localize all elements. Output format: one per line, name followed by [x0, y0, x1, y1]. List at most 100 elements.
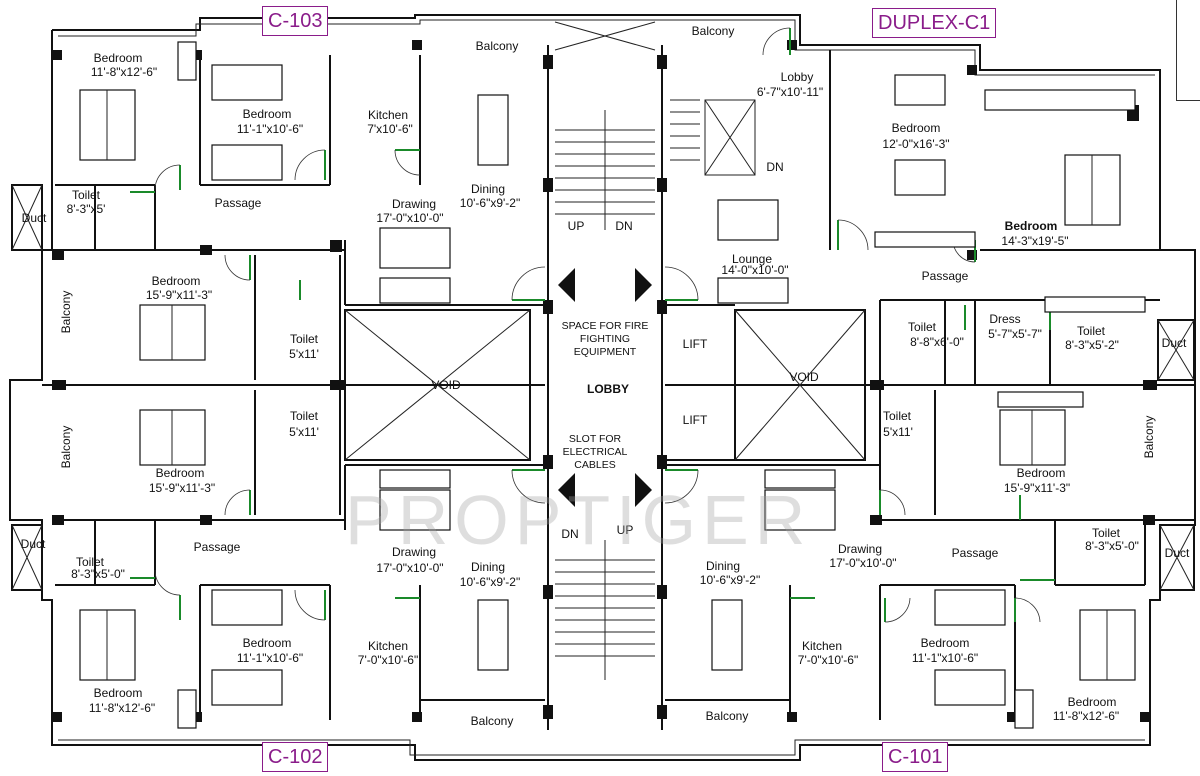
unit-tag-c101: C-101: [882, 742, 949, 772]
room-size: 15'-9"x11'-3": [146, 288, 212, 302]
room-name: Toilet: [290, 332, 319, 346]
room-name: Bedroom: [1017, 466, 1066, 480]
room-name: Bedroom: [921, 636, 970, 650]
room-size: 7'-0"x10'-6": [798, 653, 858, 667]
staircase-bottom: [555, 540, 655, 680]
room-size: 5'-7"x5'-7": [988, 327, 1042, 341]
room-name: Bedroom: [94, 51, 143, 65]
room-name: Drawing: [392, 197, 436, 211]
fire-equipment-label: SPACE FOR FIRE: [562, 320, 649, 332]
furniture: [79, 41, 1146, 729]
structural-columns: [52, 40, 1157, 722]
fire-equipment-label: FIGHTING: [580, 333, 630, 345]
room-name: Dining: [706, 559, 740, 573]
lobby-label: LOBBY: [587, 382, 629, 396]
room-name: Passage: [194, 540, 241, 554]
stair-label: UP: [568, 219, 585, 233]
room-name: Duct: [21, 537, 46, 551]
room-size: 17'-0"x10'-0": [829, 556, 896, 570]
room-name: Bedroom: [243, 636, 292, 650]
room-name: Dining: [471, 182, 505, 196]
room-name: Kitchen: [368, 639, 408, 653]
room-size: 8'-3"x5'-2": [1065, 338, 1119, 352]
stair-label: DN: [766, 160, 783, 174]
room-name: Balcony: [59, 426, 73, 469]
room-name: Toilet: [883, 409, 912, 423]
room-name: VOID: [431, 378, 461, 392]
room-name: Balcony: [476, 39, 519, 53]
room-name: Kitchen: [802, 639, 842, 653]
room-size: 11'-1"x10'-6": [912, 651, 978, 665]
room-name: Bedroom: [152, 274, 201, 288]
room-name: Balcony: [471, 714, 514, 728]
room-name: Duct: [1162, 336, 1187, 350]
watermark: PROPTIGER: [345, 481, 812, 559]
room-name: Toilet: [72, 188, 101, 202]
room-name: Kitchen: [368, 108, 408, 122]
cables-label: CABLES: [574, 459, 615, 471]
room-name: Balcony: [692, 24, 735, 38]
stair-label: DN: [615, 219, 632, 233]
room-size: 14'-3"x19'-5": [1001, 234, 1068, 248]
room-name: Lobby: [781, 70, 814, 84]
unit-tag-duplex: DUPLEX-C1: [872, 8, 997, 38]
room-name: Lounge: [732, 252, 772, 266]
room-size: 6'-7"x10'-11": [757, 85, 823, 99]
room-name: Duct: [22, 211, 47, 225]
fire-equipment-label: EQUIPMENT: [574, 346, 637, 358]
room-name: Passage: [952, 546, 999, 560]
room-size: 11'-1"x10'-6": [237, 122, 303, 136]
stair-label: UP: [617, 523, 634, 537]
room-name: Passage: [215, 196, 262, 210]
legend-box: [1176, 0, 1200, 101]
room-size: 10'-6"x9'-2": [460, 575, 520, 589]
room-size: 15'-9"x11'-3": [1004, 481, 1070, 495]
room-name: Bedroom: [1068, 695, 1117, 709]
room-size: 7'x10'-6": [367, 122, 413, 136]
room-labels: Bedroom 11'-8"x12'-6" Bedroom 11'-1"x10'…: [21, 24, 1190, 728]
room-name: VOID: [789, 370, 819, 384]
room-size: 5'x11': [883, 425, 913, 439]
unit-tag-c103: C-103: [262, 6, 329, 36]
room-name: Balcony: [59, 291, 73, 334]
room-size: 8'-8"x6'-0": [910, 335, 964, 349]
room-name: Toilet: [76, 555, 105, 569]
room-name: Bedroom: [243, 107, 292, 121]
room-size: 17'-0"x10'-0": [376, 211, 443, 225]
room-name: Passage: [922, 269, 969, 283]
room-size: 12'-0"x16'-3": [882, 137, 949, 151]
room-name: Drawing: [392, 545, 436, 559]
cables-label: SLOT FOR: [569, 433, 622, 445]
room-name: Toilet: [908, 320, 937, 334]
room-size: 17'-0"x10'-0": [376, 561, 443, 575]
room-size: 8'-3"x5'-0": [1085, 539, 1139, 553]
doors: [130, 27, 1055, 623]
room-size: 11'-8"x12'-6": [91, 65, 157, 79]
room-name: Bedroom: [94, 686, 143, 700]
room-size: 10'-6"x9'-2": [460, 196, 520, 210]
room-name: Bedroom: [156, 466, 205, 480]
room-name: Balcony: [706, 709, 749, 723]
room-name: Bedroom: [1005, 219, 1058, 233]
stair-label: DN: [561, 527, 578, 541]
room-size: 14'-0"x10'-0": [721, 263, 788, 277]
room-name: Toilet: [1092, 526, 1121, 540]
lift-label: LIFT: [683, 337, 708, 351]
room-name: Dining: [471, 560, 505, 574]
room-size: 5'x11': [289, 425, 319, 439]
room-name: Balcony: [1142, 416, 1156, 459]
room-name: Dress: [989, 312, 1020, 326]
room-size: 11'-8"x12'-6": [89, 701, 155, 715]
room-name: Bedroom: [892, 121, 941, 135]
room-name: Duct: [1165, 546, 1190, 560]
room-size: 5'x11': [289, 347, 319, 361]
room-size: 8'-3"x5'-0": [71, 567, 125, 581]
lobby-arrows: [558, 268, 652, 507]
cables-label: ELECTRICAL: [563, 446, 628, 458]
room-name: Drawing: [838, 542, 882, 556]
staircase-top: [555, 99, 700, 230]
room-size: 7'-0"x10'-6": [358, 653, 418, 667]
room-size: 10'-6"x9'-2": [700, 573, 760, 587]
building-walls: [9, 14, 1196, 761]
